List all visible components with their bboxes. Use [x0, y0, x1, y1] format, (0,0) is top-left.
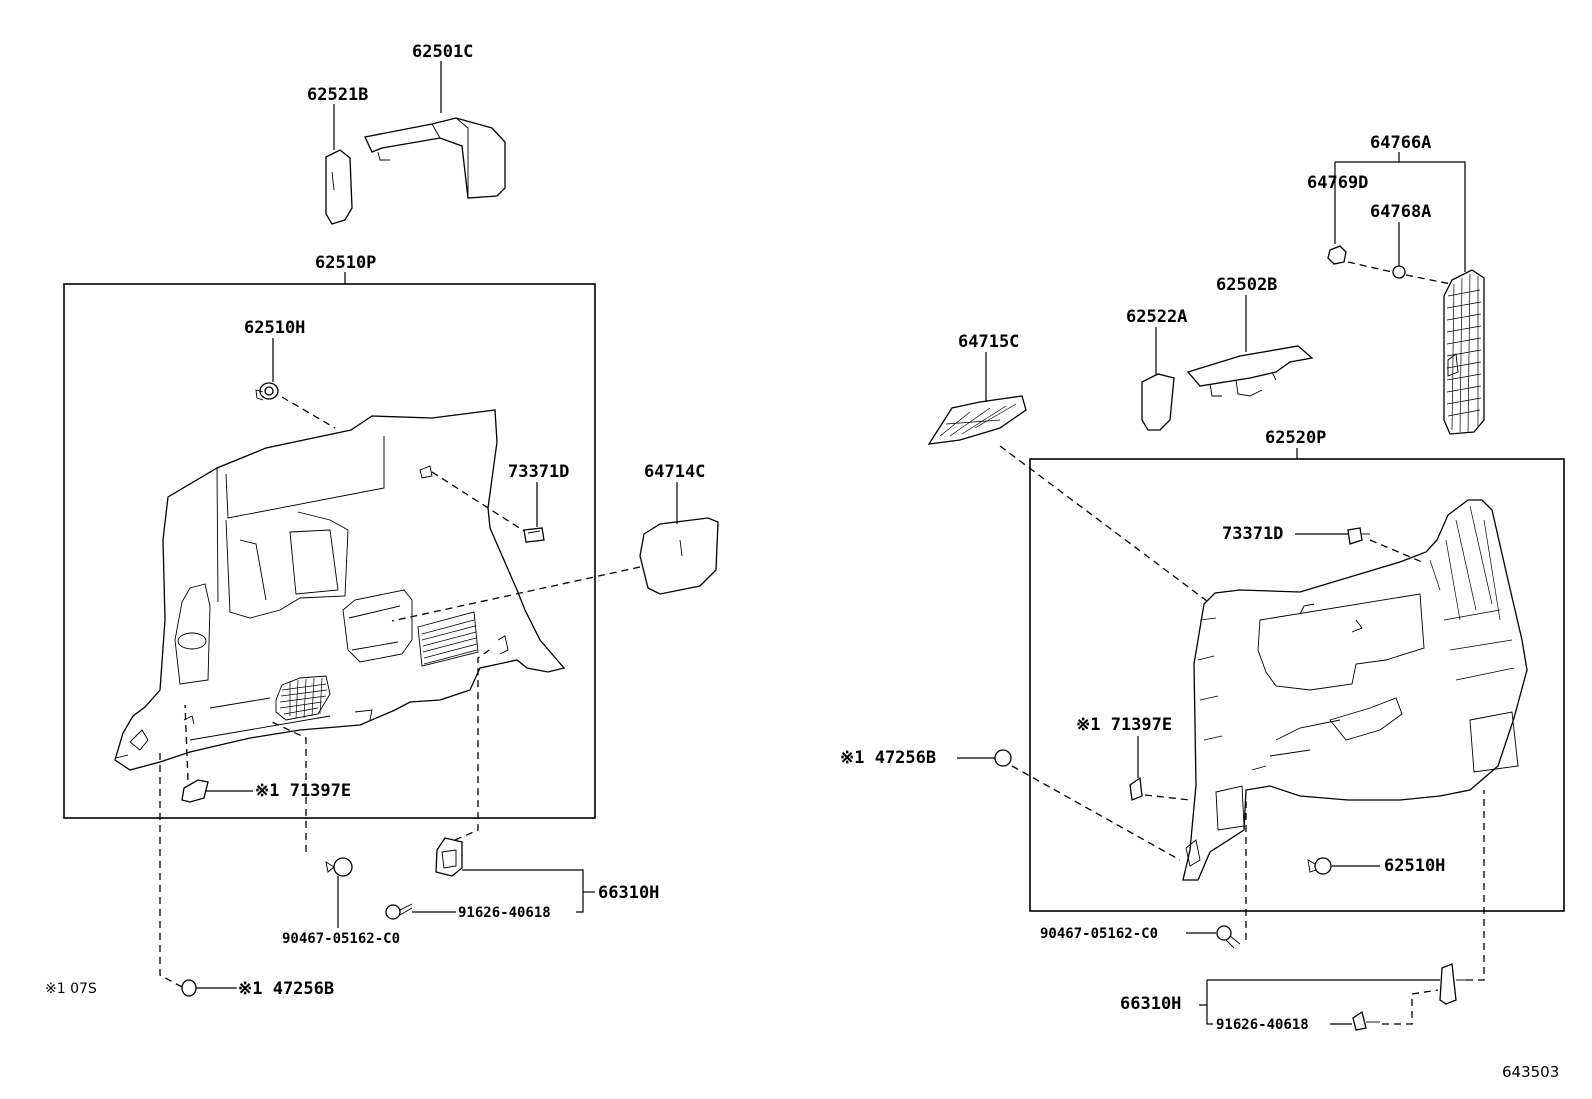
part-91626-screw	[385, 903, 413, 920]
label-64715C: 64715C	[958, 332, 1019, 352]
part-62501C-cover	[364, 117, 506, 199]
label-47256B-right: ※1 47256B	[840, 748, 936, 768]
left-assembly-frame	[63, 283, 596, 819]
part-71397E-clip	[181, 779, 209, 803]
label-62520P: 62520P	[1265, 428, 1326, 448]
part-47256B-plug	[181, 979, 197, 997]
part-90467-clip-right	[1216, 925, 1241, 949]
label-62501C: 62501C	[412, 42, 473, 62]
part-62502B-cover	[1186, 345, 1314, 397]
label-71397E-right: ※1 71397E	[1076, 715, 1172, 735]
label-66310H-right: 66310H	[1120, 994, 1181, 1014]
part-62521B-trim	[325, 149, 353, 225]
right-quarter-trim-panel	[1182, 499, 1528, 881]
part-66310H-bracket-right	[1439, 963, 1466, 1005]
left-assembly: 62510P 62501C 62521B 62510H	[45, 42, 719, 999]
figure-id: 643503	[1502, 1063, 1559, 1081]
part-73371D-hook	[523, 527, 545, 543]
part-90467-clip	[325, 857, 353, 877]
part-62510H-clip	[255, 382, 279, 401]
part-64715C-cover	[927, 395, 1027, 445]
part-64768A-nut	[1392, 265, 1406, 279]
label-62510P: 62510P	[315, 253, 376, 273]
part-62522A-trim	[1141, 373, 1175, 431]
part-62510H-clip-right	[1307, 857, 1332, 875]
part-91626-screw-right	[1352, 1010, 1380, 1031]
part-66310H-bracket	[435, 837, 463, 877]
label-73371D-right: 73371D	[1222, 524, 1283, 544]
label-64714C: 64714C	[644, 462, 705, 482]
label-64768A: 64768A	[1370, 202, 1431, 222]
label-47256B-left: ※1 47256B	[238, 979, 334, 999]
label-91626-left: 91626-40618	[458, 905, 551, 921]
label-62502B: 62502B	[1216, 275, 1277, 295]
left-quarter-trim-panel	[114, 409, 566, 771]
right-assembly: 62520P 64766A 64769D 64768A 62502	[840, 133, 1565, 1033]
label-62521B: 62521B	[307, 85, 368, 105]
part-73371D-hook-right	[1347, 527, 1370, 545]
label-66310H-left: 66310H	[598, 883, 659, 903]
label-73371D: 73371D	[508, 462, 569, 482]
label-64766A: 64766A	[1370, 133, 1431, 153]
label-71397E-left: ※1 71397E	[255, 781, 351, 801]
part-64769D-nut	[1327, 245, 1347, 265]
label-64769D: 64769D	[1307, 173, 1368, 193]
label-91626-right: 91626-40618	[1216, 1017, 1309, 1033]
label-90467-right: 90467-05162-C0	[1040, 926, 1158, 942]
part-64766A-grille-panel	[1443, 269, 1485, 435]
label-90467-left: 90467-05162-C0	[282, 931, 400, 947]
part-71397E-clip-right	[1129, 776, 1143, 801]
footnote-07S: ※1 07S	[45, 981, 97, 997]
label-62510H-right: 62510H	[1384, 856, 1445, 876]
part-64714C-cover	[639, 517, 719, 595]
label-62510H: 62510H	[244, 318, 305, 338]
part-47256B-plug-right	[994, 749, 1012, 767]
label-62522A: 62522A	[1126, 307, 1187, 327]
